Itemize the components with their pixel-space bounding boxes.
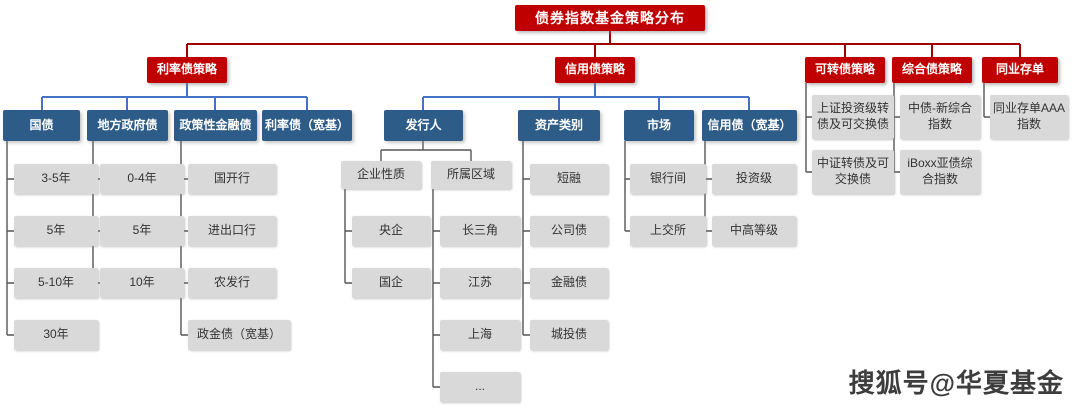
leaf-policy-fin-1: 进出口行 [188, 216, 276, 246]
node-treasury: 国债 [3, 110, 80, 141]
node-market: 市场 [624, 110, 694, 141]
leaf-convertible-1: 中证转债及可交换债 [812, 150, 894, 194]
leaf-region-0: 长三角 [440, 216, 520, 246]
node-credit-broad: 信用债（宽基） [702, 110, 797, 141]
leaf-local-gov-2: 10年 [100, 268, 184, 298]
node-credit-strategy: 信用债策略 [555, 57, 635, 83]
leaf-asset-3: 城投债 [530, 320, 608, 350]
leaf-asset-1: 公司债 [530, 216, 608, 246]
leaf-policy-fin-0: 国开行 [188, 164, 276, 194]
leaf-enterprise-0: 央企 [352, 216, 430, 246]
leaf-policy-fin-3: 政金债（宽基） [188, 320, 290, 350]
node-policy-fin: 政策性金融债 [174, 110, 257, 141]
leaf-credit-broad-0: 投资级 [712, 164, 796, 194]
leaf-gov-bond-1: 5年 [14, 216, 98, 246]
leaf-asset-2: 金融债 [530, 268, 608, 298]
red-connectors [186, 31, 1021, 57]
node-issuer: 发行人 [384, 110, 463, 141]
gray-connectors [6, 83, 990, 388]
node-local-gov: 地方政府债 [87, 110, 168, 141]
node-asset-class: 资产类别 [518, 110, 600, 141]
leaf-composite-1: iBoxx亚债综合指数 [900, 150, 980, 194]
watermark-text: 搜狐号@华夏基金 [848, 368, 1064, 398]
leaf-region-2: 上海 [440, 320, 520, 350]
leaf-asset-0: 短融 [530, 164, 608, 194]
leaf-composite-0: 中债-新综合指数 [900, 95, 980, 139]
node-convertible-strategy: 可转债策略 [805, 57, 885, 83]
leaf-region-3: ... [440, 372, 520, 402]
leaf-gov-bond-2: 5-10年 [14, 268, 98, 298]
node-region: 所属区域 [431, 161, 511, 189]
node-rate-strategy: 利率债策略 [147, 57, 227, 83]
leaf-local-gov-1: 5年 [100, 216, 184, 246]
leaf-policy-fin-2: 农发行 [188, 268, 276, 298]
node-ncd-strategy: 同业存单 [982, 57, 1058, 83]
leaf-enterprise-1: 国企 [352, 268, 430, 298]
leaf-gov-bond-0: 3-5年 [14, 164, 98, 194]
node-enterprise-type: 企业性质 [341, 161, 421, 189]
leaf-region-1: 江苏 [440, 268, 520, 298]
leaf-local-gov-0: 0-4年 [100, 164, 184, 194]
leaf-credit-broad-1: 中高等级 [712, 216, 796, 246]
leaf-convertible-0: 上证投资级转债及可交换债 [812, 95, 894, 139]
node-composite-strategy: 综合债策略 [892, 57, 972, 83]
node-root: 债券指数基金策略分布 [515, 5, 705, 31]
node-rate-broad: 利率债（宽基） [262, 110, 352, 141]
leaf-ncd-0: 同业存单AAA指数 [990, 95, 1068, 139]
leaf-gov-bond-3: 30年 [14, 320, 98, 350]
leaf-market-0: 银行间 [630, 164, 706, 194]
blue-connectors [41, 83, 750, 110]
leaf-market-1: 上交所 [630, 216, 706, 246]
